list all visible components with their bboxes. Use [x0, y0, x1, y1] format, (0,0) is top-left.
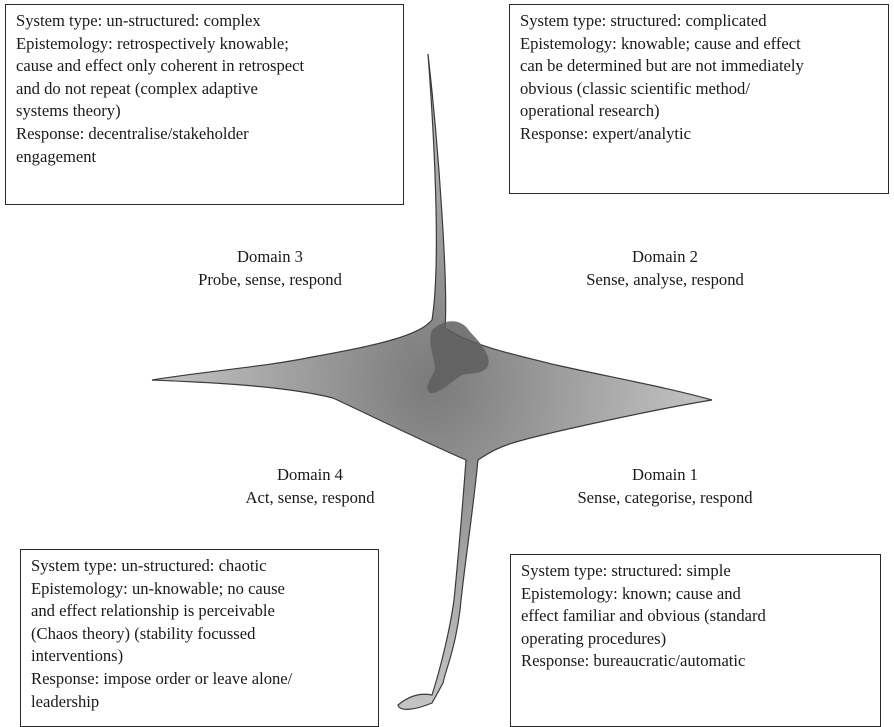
box-line: Response: impose order or leave alone/ [31, 668, 293, 688]
box-line: Response: decentralise/stakeholder [16, 123, 249, 143]
box-line: System type: structured: simple [521, 561, 731, 580]
box-line: can be determined but are not immediatel… [520, 56, 804, 76]
box-line: Response: expert/analytic [520, 123, 691, 143]
domain-4-label: Domain 4 Act, sense, respond [200, 463, 420, 509]
box-line: systems theory) [16, 101, 121, 121]
box-line: obvious (classic scientific method/ [520, 78, 750, 98]
box-line: cause and effect only coherent in retros… [16, 56, 305, 76]
box-line: System type: un-structured: complex [16, 11, 261, 30]
domain-title: Domain 4 [277, 465, 343, 484]
box-line: Response: bureaucratic/automatic [521, 651, 746, 671]
domain-subtitle: Act, sense, respond [245, 488, 375, 507]
box-line: interventions) [31, 646, 124, 666]
box-line: Epistemology: known; cause and [521, 583, 741, 603]
box-line: operating procedures) [521, 628, 667, 648]
box-line: engagement [16, 146, 97, 166]
domain-subtitle: Sense, analyse, respond [586, 270, 744, 289]
box-line: leadership [31, 691, 100, 711]
domain-2-label: Domain 2 Sense, analyse, respond [545, 245, 785, 291]
box-line: Epistemology: knowable; cause and effect [520, 33, 801, 53]
domain-2-description-box: System type: structured: complicated Epi… [509, 4, 889, 194]
box-line: and do not repeat (complex adaptive [16, 78, 258, 98]
box-line: (Chaos theory) (stability focussed [31, 623, 256, 643]
domain-subtitle: Sense, categorise, respond [577, 488, 753, 507]
domain-1-description-box: System type: structured: simple Epistemo… [510, 554, 881, 727]
box-line: System type: un-structured: chaotic [31, 556, 267, 575]
box-line: and effect relationship is perceivable [31, 601, 275, 621]
box-line: operational research) [520, 101, 660, 121]
domain-title: Domain 1 [632, 465, 698, 484]
box-line: effect familiar and obvious (standard [521, 606, 766, 626]
domain-title: Domain 2 [632, 247, 698, 266]
box-line: System type: structured: complicated [520, 11, 767, 30]
box-line: Epistemology: un-knowable; no cause [31, 578, 285, 598]
box-line: Epistemology: retrospectively knowable; [16, 33, 289, 53]
domain-3-label: Domain 3 Probe, sense, respond [160, 245, 380, 291]
domain-title: Domain 3 [237, 247, 303, 266]
domain-1-label: Domain 1 Sense, categorise, respond [545, 463, 785, 509]
domain-4-description-box: System type: un-structured: chaotic Epis… [20, 549, 379, 727]
boundary-center [427, 321, 489, 394]
domain-subtitle: Probe, sense, respond [198, 270, 342, 289]
domain-3-description-box: System type: un-structured: complex Epis… [5, 4, 404, 205]
